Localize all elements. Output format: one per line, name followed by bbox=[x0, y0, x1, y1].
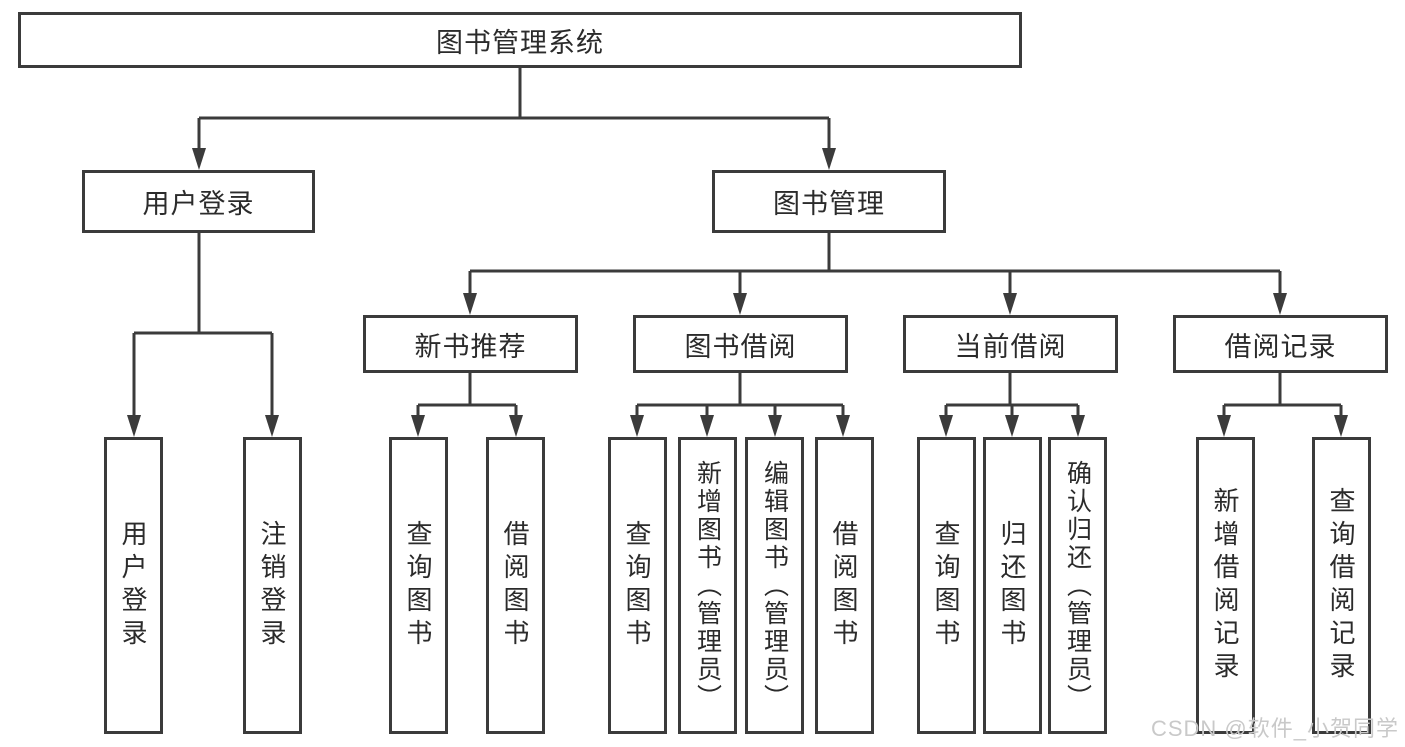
leaf-bb-query-books-label: 查询图书 bbox=[622, 519, 652, 652]
leaf-bb-borrow-books-label: 借阅图书 bbox=[829, 519, 859, 652]
leaf-logout-label: 注销登录 bbox=[257, 519, 287, 652]
connector-root-to-level2 bbox=[197, 68, 831, 150]
connector-borrow-record-branch bbox=[1222, 373, 1343, 419]
leaf-br-query-record: 查询借阅记录 bbox=[1312, 437, 1371, 734]
connector-new-book-rec-branch bbox=[416, 373, 518, 419]
node-book-borrow-label: 图书借阅 bbox=[684, 331, 797, 362]
arrowhead-cb-leaf-2 bbox=[1005, 415, 1019, 437]
leaf-user-login: 用户登录 bbox=[104, 437, 163, 734]
leaf-bb-edit-books-admin-label: 编辑图书（管理员） bbox=[760, 459, 789, 712]
arrowhead-br-leaf-2 bbox=[1334, 415, 1348, 437]
leaf-bb-edit-books-admin: 编辑图书（管理员） bbox=[745, 437, 804, 734]
node-borrow-record-label: 借阅记录 bbox=[1224, 331, 1337, 362]
leaf-cb-confirm-return-admin-label: 确认归还（管理员） bbox=[1063, 459, 1092, 712]
node-root: 图书管理系统 bbox=[18, 12, 1022, 68]
arrowhead-br-leaf-1 bbox=[1217, 415, 1231, 437]
leaf-bb-borrow-books: 借阅图书 bbox=[815, 437, 874, 734]
node-root-label: 图书管理系统 bbox=[436, 27, 604, 58]
leaf-cb-return-books-label: 归还图书 bbox=[997, 519, 1027, 652]
leaf-nbr-query-books: 查询图书 bbox=[389, 437, 448, 734]
leaf-cb-query-books-label: 查询图书 bbox=[931, 519, 961, 652]
arrowhead-new-book-rec bbox=[463, 293, 477, 315]
arrowhead-current-borrow bbox=[1003, 293, 1017, 315]
leaf-br-add-record: 新增借阅记录 bbox=[1196, 437, 1255, 734]
node-new-book-rec: 新书推荐 bbox=[363, 315, 578, 373]
arrowhead-cb-leaf-1 bbox=[939, 415, 953, 437]
connector-book-mgmt-to-level3 bbox=[468, 233, 1282, 297]
arrowhead-book-mgmt bbox=[822, 148, 836, 170]
leaf-cb-return-books: 归还图书 bbox=[983, 437, 1042, 734]
node-new-book-rec-label: 新书推荐 bbox=[414, 331, 527, 362]
leaf-bb-add-books-admin-label: 新增图书（管理员） bbox=[693, 459, 722, 712]
arrowhead-bb-leaf-4 bbox=[836, 415, 850, 437]
arrowhead-cb-leaf-3 bbox=[1071, 415, 1085, 437]
connector-current-borrow-branch bbox=[944, 373, 1080, 419]
leaf-user-login-label: 用户登录 bbox=[118, 519, 148, 652]
arrowhead-user-login bbox=[192, 148, 206, 170]
arrowhead-book-borrow bbox=[733, 293, 747, 315]
arrowhead-borrow-record bbox=[1273, 293, 1287, 315]
leaf-br-add-record-label: 新增借阅记录 bbox=[1210, 486, 1240, 685]
leaf-nbr-borrow-books: 借阅图书 bbox=[486, 437, 545, 734]
connector-user-login-branch bbox=[132, 233, 274, 419]
leaf-br-query-record-label: 查询借阅记录 bbox=[1326, 486, 1356, 685]
arrowhead-bb-leaf-3 bbox=[768, 415, 782, 437]
node-book-mgmt: 图书管理 bbox=[712, 170, 946, 233]
leaf-nbr-borrow-books-label: 借阅图书 bbox=[500, 519, 530, 652]
node-book-borrow: 图书借阅 bbox=[633, 315, 848, 373]
arrowhead-bb-leaf-1 bbox=[630, 415, 644, 437]
node-book-mgmt-label: 图书管理 bbox=[773, 189, 885, 219]
leaf-nbr-query-books-label: 查询图书 bbox=[403, 519, 433, 652]
arrowhead-logout-leaf bbox=[265, 415, 279, 437]
arrowhead-nbr-leaf-2 bbox=[509, 415, 523, 437]
node-user-login-label: 用户登录 bbox=[142, 189, 255, 219]
arrowhead-nbr-leaf-1 bbox=[411, 415, 425, 437]
leaf-logout: 注销登录 bbox=[243, 437, 302, 734]
csdn-watermark: CSDN @软件_小贺同学 bbox=[1150, 716, 1399, 741]
node-user-login: 用户登录 bbox=[82, 170, 315, 233]
leaf-bb-query-books: 查询图书 bbox=[608, 437, 667, 734]
arrowhead-login-leaf bbox=[127, 415, 141, 437]
node-current-borrow: 当前借阅 bbox=[903, 315, 1118, 373]
leaf-cb-query-books: 查询图书 bbox=[917, 437, 976, 734]
leaf-cb-confirm-return-admin: 确认归还（管理员） bbox=[1048, 437, 1107, 734]
connector-book-borrow-branch bbox=[635, 373, 845, 419]
arrowhead-bb-leaf-2 bbox=[700, 415, 714, 437]
leaf-bb-add-books-admin: 新增图书（管理员） bbox=[678, 437, 737, 734]
node-borrow-record: 借阅记录 bbox=[1173, 315, 1388, 373]
node-current-borrow-label: 当前借阅 bbox=[954, 331, 1067, 362]
